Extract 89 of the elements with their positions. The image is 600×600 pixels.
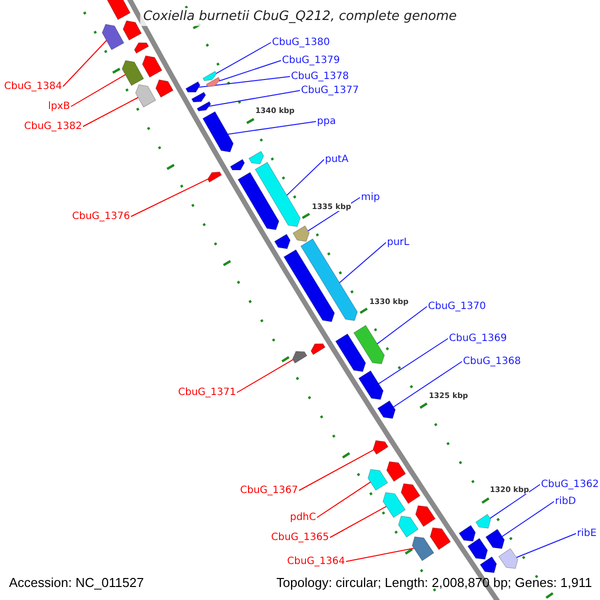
gene-label: CbuG_1362 [541,478,599,491]
gene-feature [191,92,206,102]
gene-label: ppa [317,115,336,128]
gene-feature [238,172,280,230]
gene-label: CbuG_1370 [428,300,486,313]
gene-feature [274,234,291,250]
accession-text: Accession: NC_011527 [9,575,144,591]
gene-feature [206,76,220,88]
leader-line [393,361,462,408]
leader-line [218,60,282,82]
leader-line [316,482,371,518]
gene-feature [398,516,419,538]
gene-feature [142,55,162,78]
leader-line [286,159,324,196]
gene-feature [335,333,366,372]
gene-feature [485,528,505,549]
gene-feature [155,79,174,98]
gene-feature [382,492,406,518]
leader-line [516,533,576,558]
gene-label: CbuG_1384 [4,80,62,93]
gene-feature [185,81,200,92]
gene-feature [102,24,124,50]
leader-line [490,484,540,519]
gene-feature [358,370,384,400]
gene-feature [122,60,144,86]
gene-feature [467,538,488,560]
leader-line [330,506,387,538]
gene-feature [202,70,217,82]
gene-label: CbuG_1371 [178,386,236,399]
gene-label: CbuG_1380 [272,36,330,49]
gene-feature [377,400,396,419]
gene-feature [230,158,245,170]
leader-line [502,501,554,537]
gene-feature [207,172,222,183]
gene-feature [415,505,436,527]
leader-line [346,548,414,562]
gene-feature [135,84,156,108]
gene-feature [372,440,389,455]
leader-line [236,359,294,393]
gene-label: CbuG_1378 [291,70,349,83]
gene-label: CbuG_1365 [271,531,329,544]
leader-line [298,449,374,491]
gene-feature [458,524,476,542]
gene-feature [122,20,142,41]
gene-feature [412,536,434,562]
gene-label: putA [325,153,348,166]
gene-label: pdhC [290,511,316,524]
gene-feature [368,469,388,491]
gene-feature [283,249,335,322]
gene-label: CbuG_1382 [24,120,82,133]
gene-feature [480,556,497,574]
gene-label: CbuG_1376 [72,210,130,223]
gene-feature [475,514,492,529]
leader-line [62,40,107,87]
leader-line [216,42,272,74]
gene-label: ribE [577,527,597,540]
leader-line [227,121,316,135]
gene-feature [310,343,326,356]
genome-info-text: Topology: circular; Length: 2,008,870 bp; Genes: 1,911 [276,575,592,591]
gene-label: mip [361,191,380,204]
leader-line [130,178,208,217]
gene-feature [196,101,212,112]
leader-line [208,90,300,107]
gene-feature [300,238,358,321]
gene-label: ribD [555,495,576,508]
gene-feature [254,162,301,227]
leader-line [376,306,428,344]
leader-line [70,74,126,107]
gene-label: lpxB [48,100,70,113]
gene-feature [202,111,234,152]
gene-label: purL [387,236,410,249]
gene-feature [248,150,264,164]
leader-line [339,242,386,284]
gene-label: CbuG_1364 [287,555,345,568]
leader-line [378,338,448,384]
gene-feature [430,527,451,550]
gene-feature [498,548,518,569]
gene-feature [353,324,385,364]
gene-feature [400,483,420,504]
gene-feature [386,461,406,482]
gene-label: CbuG_1367 [240,484,298,497]
gene-label: CbuG_1368 [463,355,521,368]
gene-feature [292,351,308,364]
gene-label: CbuG_1379 [282,54,340,67]
gene-label: CbuG_1377 [301,84,359,97]
gene-feature [292,225,310,242]
gene-label: CbuG_1369 [449,332,507,345]
leader-line [198,76,290,88]
gene-feature [134,42,150,54]
